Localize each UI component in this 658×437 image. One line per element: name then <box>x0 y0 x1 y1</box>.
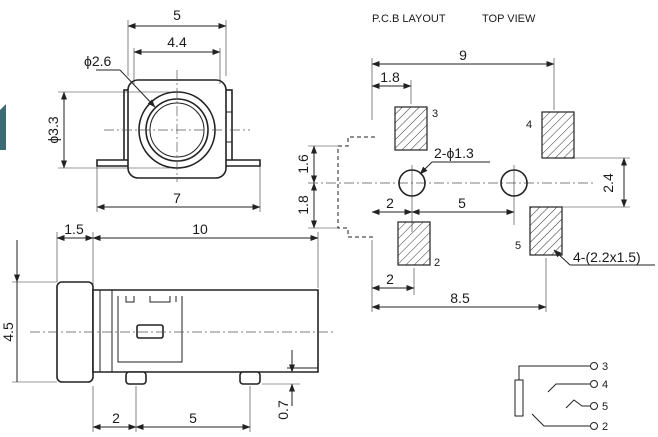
schematic-wire-5 <box>565 399 590 409</box>
side-body <box>92 289 319 373</box>
dim-width: 5 <box>173 7 181 23</box>
schematic: 3 4 5 2 <box>514 361 608 433</box>
schematic-wire-4 <box>547 383 590 393</box>
terminal-3 <box>590 362 598 370</box>
dim-pin-offset: 2 <box>112 410 120 426</box>
dim-hole-offset: 1.8 <box>295 195 311 215</box>
pad-4 <box>541 111 575 159</box>
pad-label-5: 5 <box>515 240 521 252</box>
leader-line <box>119 69 156 108</box>
dim-inner-width: 4.4 <box>167 34 187 50</box>
leader-line <box>419 161 433 175</box>
dim-pin-pitch: 5 <box>189 410 197 426</box>
dim-hole-dia: ϕ2.6 <box>84 53 112 69</box>
schematic-wire-2 <box>531 413 590 427</box>
schematic-wire-3 <box>518 365 590 380</box>
schematic-contact <box>514 379 524 417</box>
dim-outer-dia: ϕ3.3 <box>45 116 61 144</box>
dim-base-width: 7 <box>173 190 181 206</box>
dim-pad-pitch: 2.4 <box>600 173 616 193</box>
switch-outline <box>337 136 375 238</box>
inner-step <box>99 290 183 372</box>
pad-2 <box>397 221 431 266</box>
leader-line <box>553 249 571 266</box>
dim-hole-pitch: 5 <box>458 195 466 211</box>
dim-pad-x: 2 <box>386 271 394 287</box>
pcb-layout: 3 4 2 5 9 1.8 1.6 1.8 2-ϕ1.3 2 5 2.4 <box>295 47 655 312</box>
inner-notch <box>125 296 177 303</box>
dim-hole-x: 2 <box>386 195 394 211</box>
pin-left <box>125 371 147 385</box>
schematic-pin-4: 4 <box>602 379 608 391</box>
dim-pad-note: 4-(2.2x1.5) <box>573 249 641 265</box>
center-slot <box>136 324 164 339</box>
dim-span: 9 <box>459 47 467 63</box>
pad-label-2: 2 <box>434 257 440 269</box>
cropped-edge-shape <box>0 104 6 150</box>
dim-height: 4.5 <box>0 322 16 342</box>
dim-flange: 1.5 <box>64 221 84 237</box>
schematic-pin-2: 2 <box>602 421 608 433</box>
side-view: 1.5 10 4.5 2 5 0.7 <box>0 221 335 432</box>
pad-5 <box>529 206 563 256</box>
schematic-pin-5: 5 <box>602 401 608 413</box>
pcb-layout-title: P.C.B LAYOUT <box>372 13 446 25</box>
terminal-4 <box>590 380 598 388</box>
dim-hole-spacing: 1.6 <box>295 154 311 174</box>
dim-length: 10 <box>192 221 208 237</box>
schematic-pin-3: 3 <box>602 361 608 373</box>
dim-hole-note: 2-ϕ1.3 <box>434 145 474 161</box>
dim-pad-span: 8.5 <box>450 290 470 306</box>
terminal-2 <box>590 422 598 430</box>
pad-3 <box>394 106 428 151</box>
pad-label-3: 3 <box>432 108 438 120</box>
top-view-label: TOP VIEW <box>482 13 536 25</box>
side-window <box>225 111 233 143</box>
dim-edge-offset: 1.8 <box>380 69 400 85</box>
pin-right <box>239 371 261 385</box>
dim-pin-height: 0.7 <box>275 400 291 420</box>
pcb-title-group: P.C.B LAYOUT TOP VIEW <box>372 13 536 25</box>
top-view: 5 4.4 ϕ2.6 ϕ3.3 7 <box>45 7 261 212</box>
terminal-5 <box>590 402 598 410</box>
pad-label-4: 4 <box>526 119 532 131</box>
